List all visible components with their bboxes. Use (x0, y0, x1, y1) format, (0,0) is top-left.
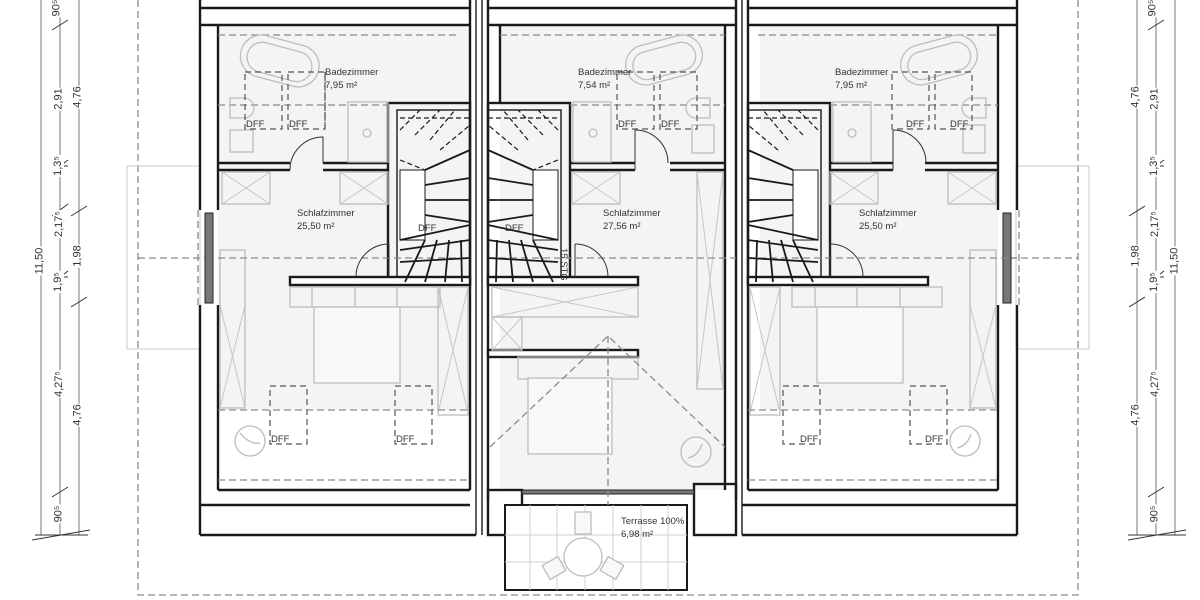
stair-step-count: 15 STG (558, 248, 569, 281)
left-bedroom-furniture (218, 171, 470, 481)
left-window (197, 210, 214, 305)
right-bathroom-label: Badezimmer 7,95 m² (835, 66, 888, 92)
dim-right-inner-2: 4,76 (1129, 403, 1142, 427)
left-skylights (244, 71, 433, 445)
middle-bathroom-area: 7,54 m² (578, 80, 611, 91)
dim-left-middle-3: 2,17⁵ (52, 210, 65, 238)
dim-left-inner-0: 4,76 (71, 85, 84, 109)
dim-right-inner-1: 1,98 (1129, 244, 1142, 268)
right-bathroom-name: Badezimmer (835, 67, 889, 78)
terrace-label: Terrasse 100% 6,98 m² (621, 515, 684, 541)
dim-left-middle-5: 4,27⁵ (52, 370, 65, 398)
dim-right-middle-3: 2,17⁵ (1148, 210, 1161, 238)
terrace-furniture (505, 505, 687, 590)
left-bath-fixtures (218, 34, 460, 171)
dim-right-middle-6: 90⁵ (1148, 504, 1161, 524)
skylight-label: DFF (618, 119, 637, 130)
middle-bedroom-name: Schlafzimmer (603, 208, 661, 219)
terrace-area: 6,98 m² (621, 529, 654, 540)
terrace-name: Terrasse 100% (621, 516, 685, 527)
right-stair (747, 109, 819, 283)
dim-left-inner-2: 4,76 (71, 403, 84, 427)
left-bathroom-label: Badezimmer 7,95 m² (325, 66, 378, 92)
left-bedroom-label: Schlafzimmer 25,50 m² (297, 207, 355, 233)
dim-left-middle-6: 90⁵ (52, 504, 65, 524)
right-bedroom-area: 25,50 m² (859, 221, 897, 232)
left-bathroom-area: 7,95 m² (325, 80, 358, 91)
left-unit-walls (198, 0, 477, 537)
skylight-label: DFF (271, 434, 290, 445)
dim-right-outer: 11,50 (1168, 246, 1181, 276)
dim-left-outer: 11,50 (33, 246, 46, 276)
dim-right-middle-1: 2,91 (1148, 87, 1161, 111)
right-bedroom-name: Schlafzimmer (859, 208, 917, 219)
right-skylights (782, 71, 973, 445)
left-bedroom-name: Schlafzimmer (297, 208, 355, 219)
skylight-label: DFF (800, 434, 819, 445)
dim-right-middle-2: 1,3⁵ (1147, 155, 1160, 177)
skylight-label: DFF (289, 119, 308, 130)
skylight-label: DFF (505, 223, 524, 234)
middle-bathroom-name: Badezimmer (578, 67, 632, 78)
dim-right-inner-0: 4,76 (1129, 85, 1142, 109)
skylight-label: DFF (246, 119, 265, 130)
middle-bedroom-label: Schlafzimmer 27,56 m² (603, 207, 661, 233)
middle-bedroom-furniture (488, 171, 736, 505)
dim-right-middle-0: 90⁵ (1146, 0, 1159, 18)
dim-right-middle-4: 1,9⁵ (1147, 271, 1160, 293)
right-bathroom-area: 7,95 m² (835, 80, 868, 91)
dim-left-inner-1: 1,98 (71, 244, 84, 268)
middle-bath-fixtures (500, 34, 725, 170)
dim-left-middle-0: 90⁵ (50, 0, 63, 18)
skylight-label: DFF (950, 119, 969, 130)
left-stair (399, 109, 471, 283)
skylight-label: DFF (925, 434, 944, 445)
left-bedroom-area: 25,50 m² (297, 221, 335, 232)
dim-left-middle-1: 2,91 (52, 87, 65, 111)
skylight-label: DFF (396, 434, 415, 445)
middle-stair (487, 109, 559, 283)
right-bedroom-furniture (748, 171, 1017, 481)
dim-left-middle-4: 1,9⁵ (51, 271, 64, 293)
middle-unit-walls (481, 0, 743, 591)
skylight-label: DFF (906, 119, 925, 130)
middle-bathroom-label: Badezimmer 7,54 m² (578, 66, 631, 92)
middle-skylights (616, 71, 698, 130)
dim-left-middle-2: 1,3⁵ (51, 155, 64, 177)
skylight-label: DFF (418, 223, 437, 234)
dim-right-middle-5: 4,27⁵ (1148, 370, 1161, 398)
middle-bedroom-area: 27,56 m² (603, 221, 641, 232)
right-bath-fixtures (758, 34, 998, 170)
skylight-label: DFF (661, 119, 680, 130)
right-bedroom-label: Schlafzimmer 25,50 m² (859, 207, 917, 233)
left-bathroom-name: Badezimmer (325, 67, 379, 78)
